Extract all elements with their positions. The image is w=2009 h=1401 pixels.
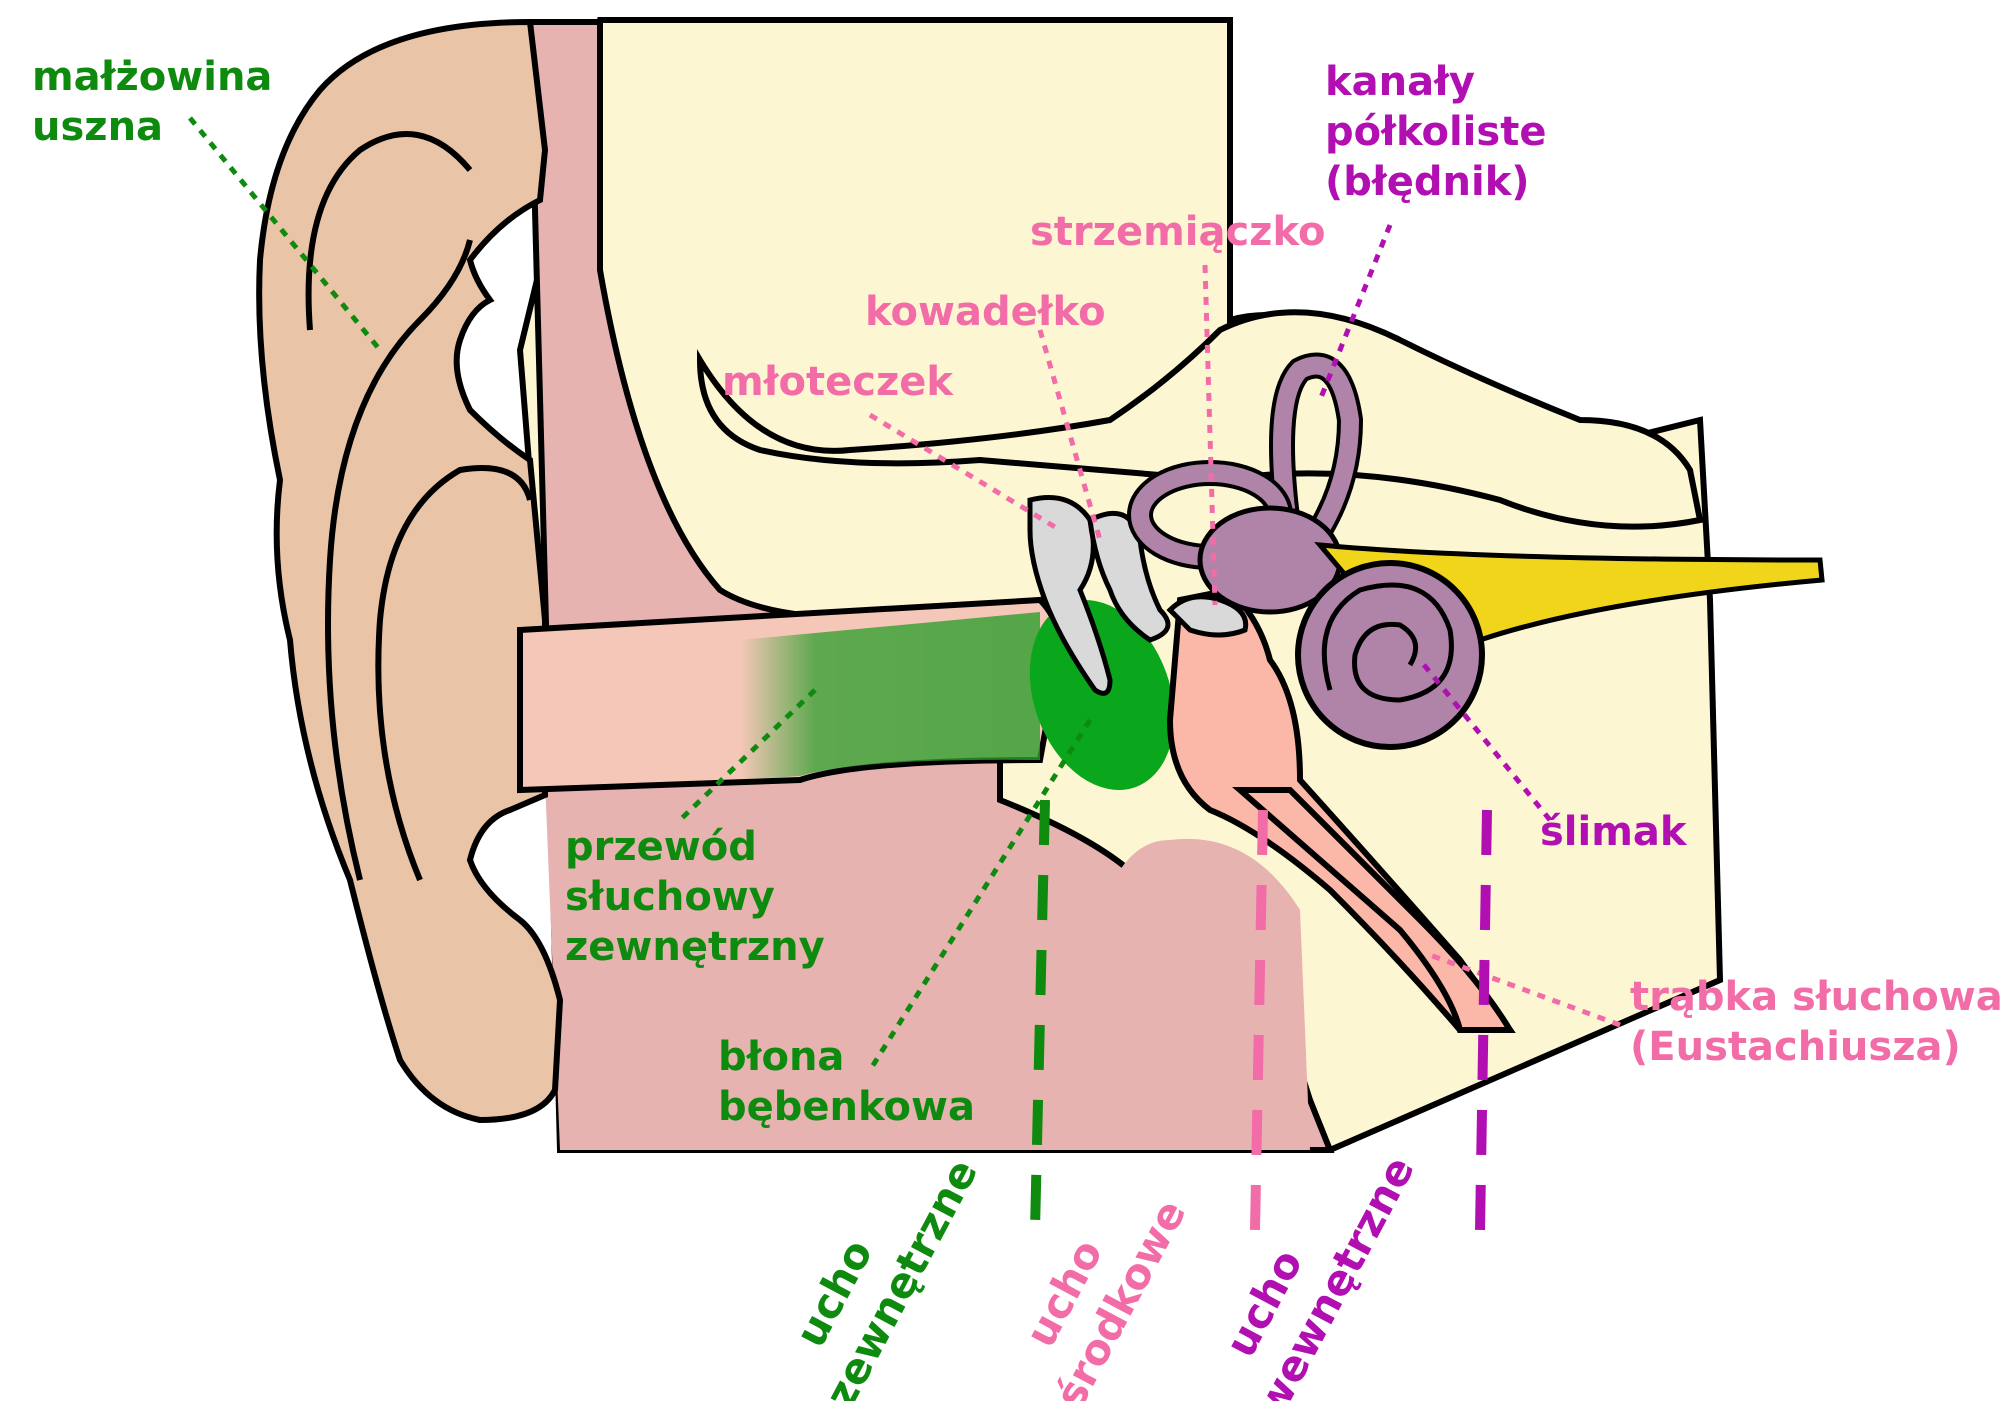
label-slimak: ślimak [1540,809,1688,855]
section-outer: ucho zewnętrzne [767,1125,987,1401]
auricle [259,22,560,1120]
ear-canal-fill [740,612,1040,780]
label-kowadelko: kowadełko [865,289,1106,335]
label-strzemiaczko: strzemiączko [1030,209,1325,255]
label-mloteczek: młoteczek [722,359,954,405]
label-kanaly: kanały półkoliste (błędnik) [1325,59,1560,205]
label-trabka: trąbka słuchowa (Eustachiusza) [1630,974,2009,1070]
label-malzowina: małżowina uszna [32,54,286,150]
section-inner: ucho wewnętrzne [1197,1123,1424,1401]
section-middle: ucho środkowe [997,1166,1196,1401]
